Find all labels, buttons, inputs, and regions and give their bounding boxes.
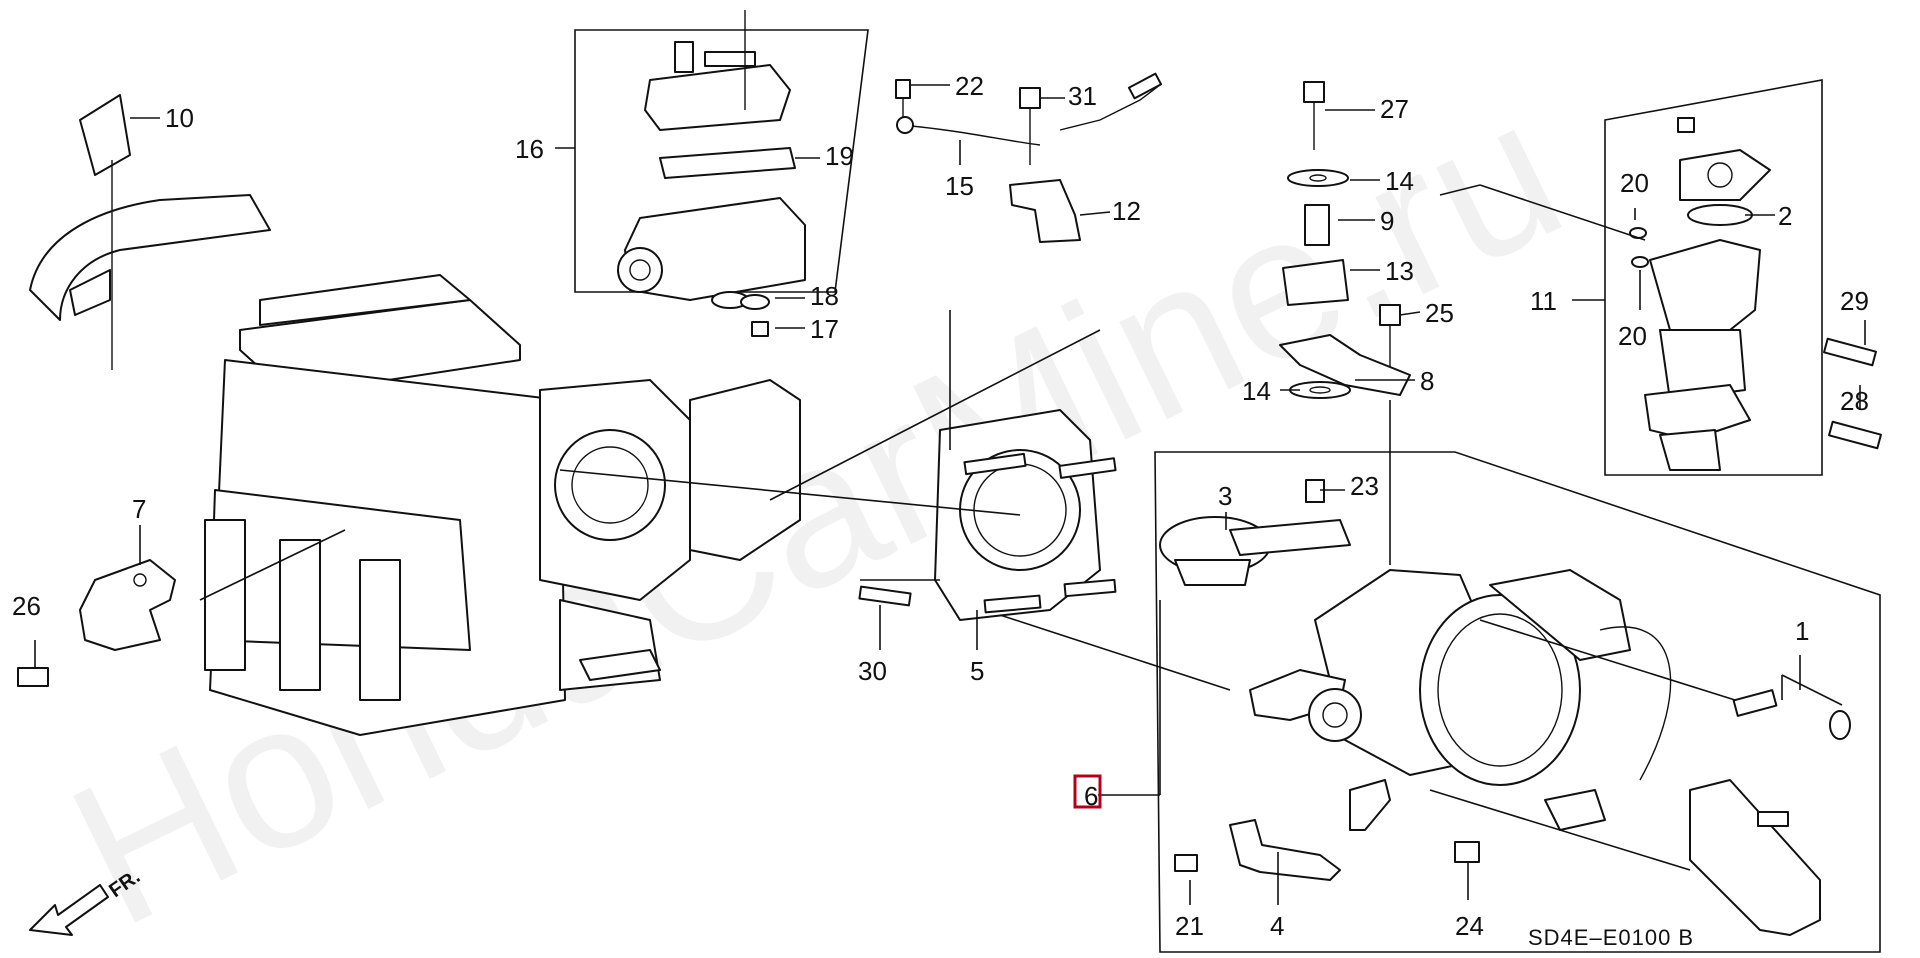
callout-6: 6 xyxy=(1084,781,1098,811)
callout-28: 28 xyxy=(1840,386,1869,416)
callout-18: 18 xyxy=(810,281,839,311)
group-box-16 xyxy=(574,29,869,293)
intake-manifold xyxy=(29,94,801,736)
part-16-iacv xyxy=(617,10,806,337)
part-1-screw xyxy=(1732,689,1851,740)
callout-30: 30 xyxy=(858,656,887,686)
part-7-bracket xyxy=(17,559,176,687)
callout-20b: 20 xyxy=(1618,321,1647,351)
callout-7: 7 xyxy=(132,494,146,524)
callout-14b: 14 xyxy=(1242,376,1271,406)
callout-11: 11 xyxy=(1530,286,1557,316)
callout-5: 5 xyxy=(970,656,984,686)
callout-31: 31 xyxy=(1068,81,1097,111)
callout-16: 16 xyxy=(515,134,544,164)
connection-lines xyxy=(199,184,1736,871)
callouts: 1 2 3 4 5 6 7 8 9 10 11 12 13 14 14 15 1… xyxy=(12,71,1869,941)
part-6-throttle-body xyxy=(1249,569,1672,831)
callout-2: 2 xyxy=(1778,201,1792,231)
callout-29: 29 xyxy=(1840,286,1869,316)
callout-21: 21 xyxy=(1175,911,1204,941)
callout-10: 10 xyxy=(165,103,194,133)
callout-leaders xyxy=(34,84,1866,905)
part-15-harness xyxy=(895,72,1163,243)
callout-19: 19 xyxy=(825,141,854,171)
callout-8: 8 xyxy=(1420,366,1434,396)
group-box-6 xyxy=(1154,451,1881,953)
callout-23: 23 xyxy=(1350,471,1379,501)
stay-bracket xyxy=(1689,779,1821,936)
callout-17: 17 xyxy=(810,314,839,344)
callout-6-highlight xyxy=(1073,774,1102,809)
part-4-bracket xyxy=(1174,819,1480,881)
callout-1: 1 xyxy=(1795,616,1809,646)
callout-14a: 14 xyxy=(1385,166,1414,196)
callout-9: 9 xyxy=(1380,206,1394,236)
callout-26: 26 xyxy=(12,591,41,621)
callout-25: 25 xyxy=(1425,298,1454,328)
callout-3: 3 xyxy=(1218,481,1232,511)
callout-20a: 20 xyxy=(1620,168,1649,198)
callout-4: 4 xyxy=(1270,911,1284,941)
callout-24: 24 xyxy=(1455,911,1484,941)
group-box-11 xyxy=(1604,79,1823,476)
callout-13: 13 xyxy=(1385,256,1414,286)
part-3-actuator xyxy=(1159,479,1351,586)
callout-27: 27 xyxy=(1380,94,1409,124)
callout-15: 15 xyxy=(945,171,974,201)
diagram-code: SD4E–E0100 B xyxy=(1528,925,1694,950)
callout-22: 22 xyxy=(955,71,984,101)
callout-12: 12 xyxy=(1112,196,1141,226)
part-11-fitv xyxy=(1629,117,1882,471)
